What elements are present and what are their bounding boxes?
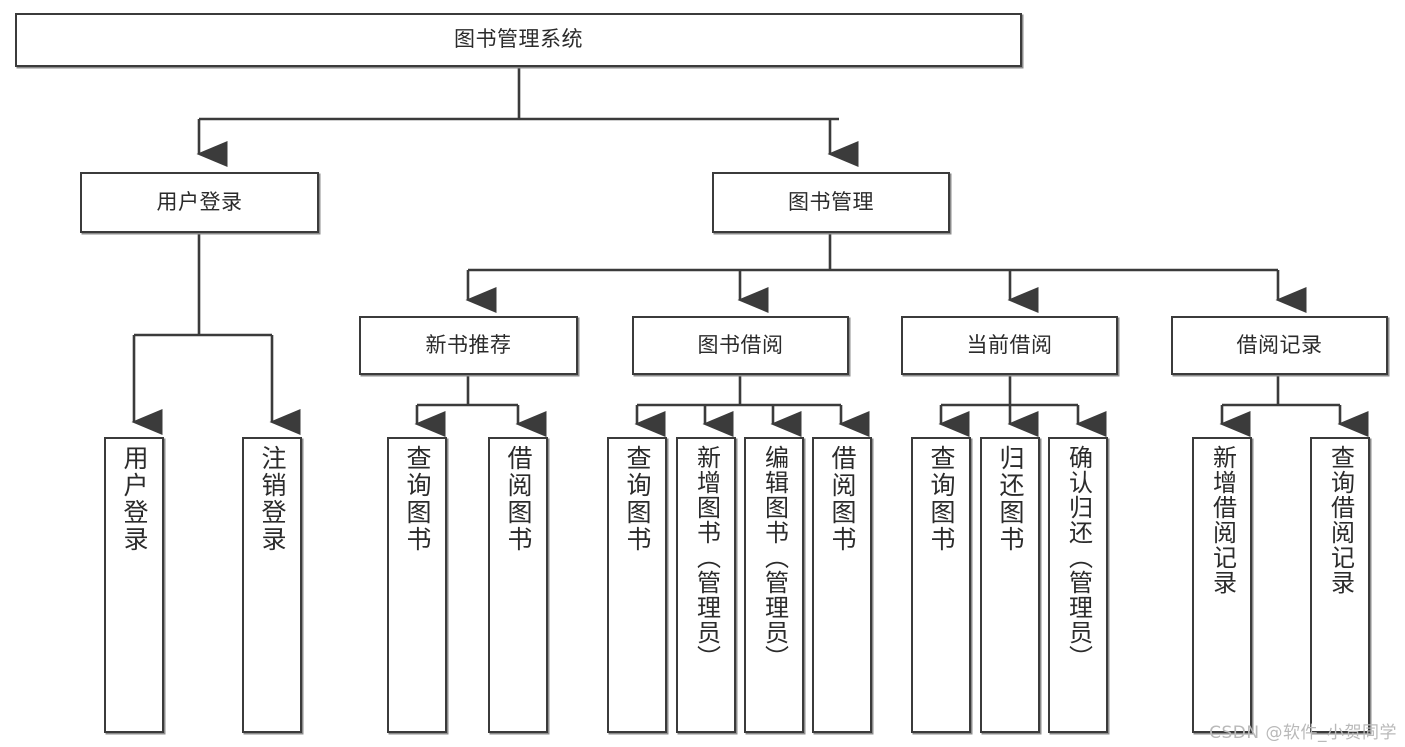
leaf-user-login[interactable]: 用户登录 (104, 437, 164, 733)
watermark: CSDN @软件_小贺同学 (1209, 723, 1397, 743)
leaf-return-book-label: 归还图书 (996, 445, 1025, 553)
leaf-confirm-return-admin-label: 确认归还（管理员） (1064, 445, 1093, 670)
leaf-query-borrow-record[interactable]: 查询借阅记录 (1310, 437, 1370, 733)
leaf-user-login-label: 用户登录 (120, 445, 149, 553)
node-current-borrow-label: 当前借阅 (966, 332, 1053, 357)
leaf-logout[interactable]: 注销登录 (242, 437, 302, 733)
node-book-borrow[interactable]: 图书借阅 (632, 316, 849, 375)
node-book-manage[interactable]: 图书管理 (712, 172, 950, 233)
node-book-borrow-label: 图书借阅 (697, 332, 784, 357)
leaf-borrow-book-newbook[interactable]: 借阅图书 (488, 437, 548, 733)
node-new-book-recommend[interactable]: 新书推荐 (359, 316, 578, 375)
leaf-query-book-newbook[interactable]: 查询图书 (387, 437, 447, 733)
node-new-book-recommend-label: 新书推荐 (425, 332, 512, 357)
node-borrow-record[interactable]: 借阅记录 (1171, 316, 1388, 375)
leaf-return-book[interactable]: 归还图书 (980, 437, 1040, 733)
leaf-borrow-book-newbook-label: 借阅图书 (504, 445, 533, 553)
node-user-login[interactable]: 用户登录 (80, 172, 319, 233)
leaf-logout-label: 注销登录 (258, 445, 287, 553)
leaf-edit-book-admin[interactable]: 编辑图书（管理员） (744, 437, 804, 733)
leaf-add-borrow-record-label: 新增借阅记录 (1208, 445, 1237, 595)
leaf-query-book-borrow-label: 查询图书 (623, 445, 652, 553)
leaf-query-book-newbook-label: 查询图书 (403, 445, 432, 553)
node-user-login-label: 用户登录 (156, 189, 243, 214)
node-root-label: 图书管理系统 (454, 27, 583, 52)
leaf-query-book-current-label: 查询图书 (927, 445, 956, 553)
node-root[interactable]: 图书管理系统 (15, 13, 1022, 67)
leaf-confirm-return-admin[interactable]: 确认归还（管理员） (1048, 437, 1108, 733)
leaf-add-book-admin[interactable]: 新增图书（管理员） (676, 437, 736, 733)
node-book-manage-label: 图书管理 (788, 189, 874, 214)
node-borrow-record-label: 借阅记录 (1236, 332, 1323, 357)
leaf-add-borrow-record[interactable]: 新增借阅记录 (1192, 437, 1252, 733)
leaf-add-book-admin-label: 新增图书（管理员） (692, 445, 721, 670)
leaf-borrow-book-borrow-label: 借阅图书 (828, 445, 857, 553)
leaf-query-book-current[interactable]: 查询图书 (911, 437, 971, 733)
leaf-query-borrow-record-label: 查询借阅记录 (1326, 445, 1355, 595)
leaf-edit-book-admin-label: 编辑图书（管理员） (760, 445, 789, 670)
node-current-borrow[interactable]: 当前借阅 (901, 316, 1118, 375)
leaf-borrow-book-borrow[interactable]: 借阅图书 (812, 437, 872, 733)
leaf-query-book-borrow[interactable]: 查询图书 (607, 437, 667, 733)
